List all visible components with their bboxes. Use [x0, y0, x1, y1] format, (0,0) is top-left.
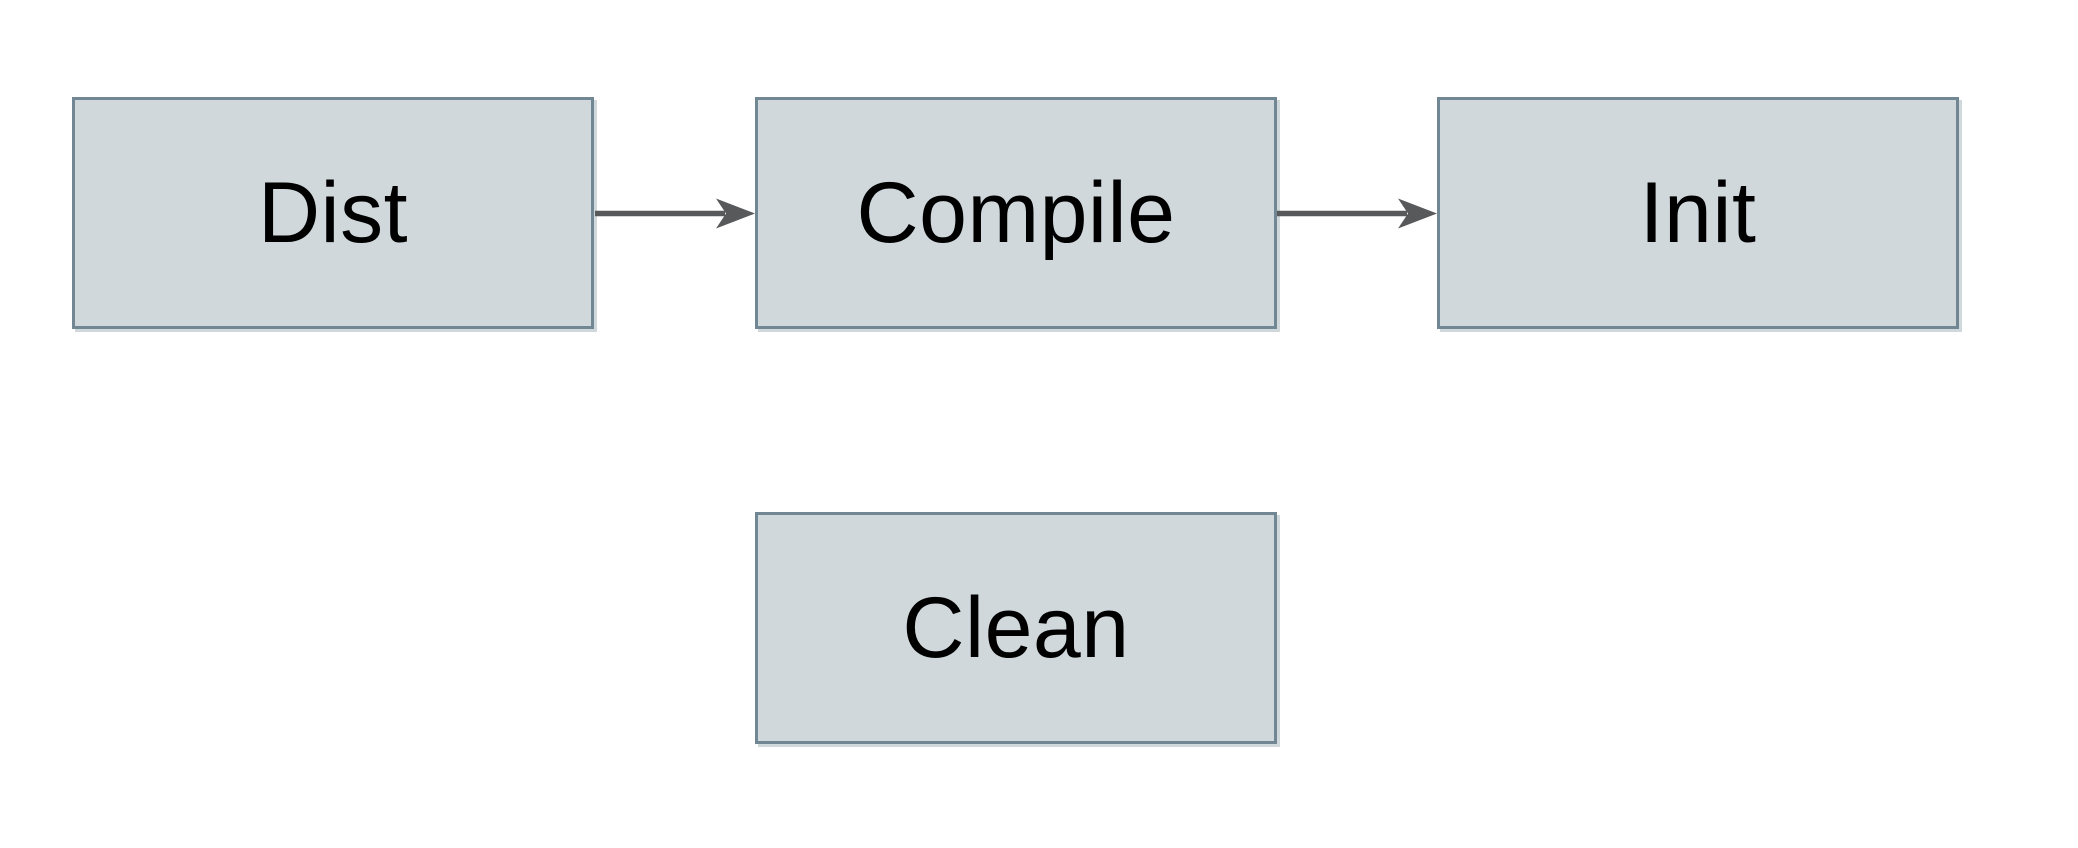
node-compile-label: Compile: [856, 165, 1176, 261]
node-init-label: Init: [1639, 165, 1757, 261]
node-dist: Dist: [72, 97, 594, 329]
edge-compile-to-init: [1277, 198, 1437, 229]
node-compile: Compile: [755, 97, 1277, 329]
node-init: Init: [1437, 97, 1959, 329]
edge-dist-to-compile: [595, 198, 755, 229]
arrowhead-icon: [1398, 198, 1437, 229]
node-dist-label: Dist: [257, 165, 409, 261]
node-clean: Clean: [755, 512, 1277, 744]
node-clean-label: Clean: [902, 580, 1130, 676]
arrowhead-icon: [716, 198, 755, 229]
